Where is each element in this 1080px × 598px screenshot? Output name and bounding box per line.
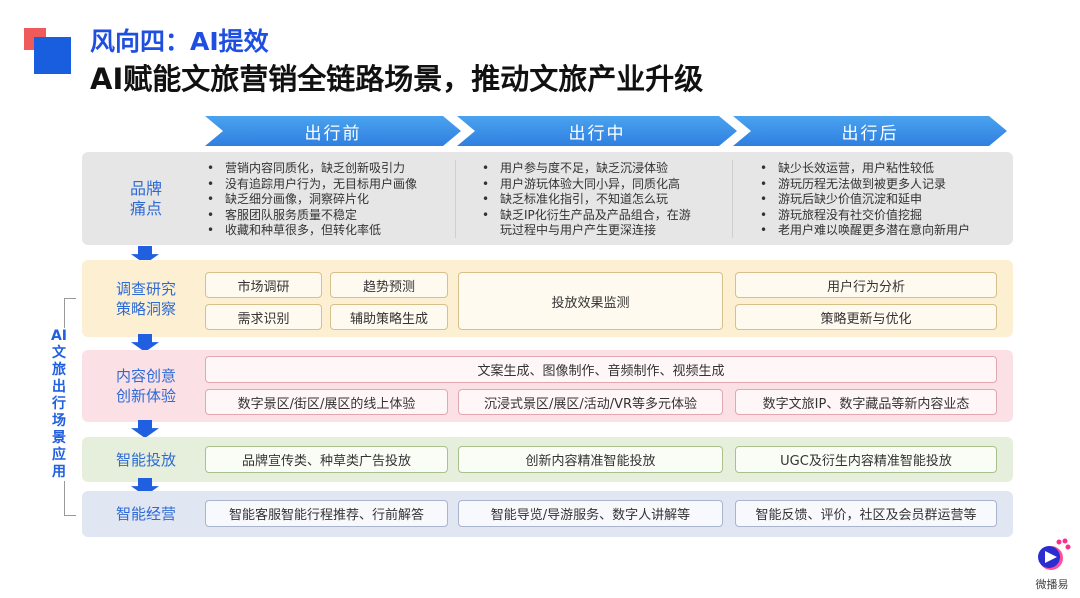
- list-item: 客服团队服务质量不稳定: [207, 208, 417, 224]
- row-label: 内容创意创新体验: [82, 350, 210, 422]
- row-label-text: 内容创意创新体验: [115, 367, 176, 405]
- list-item: 缺乏标准化指引，不知道怎么玩: [482, 192, 691, 208]
- divider: [732, 160, 733, 238]
- list-item: 缺乏IP化衍生产品及产品组合，在游: [482, 208, 691, 224]
- divider: [455, 160, 456, 238]
- list-item: 缺少长效运营，用户粘性较低: [760, 161, 970, 177]
- list-item: 营销内容同质化，缺乏创新吸引力: [207, 161, 417, 177]
- phase-after: 出行后: [733, 116, 1007, 146]
- research-item: 市场调研: [205, 272, 322, 298]
- row-label-text: 品牌痛点: [129, 178, 162, 218]
- list-item: 游玩历程无法做到被更多人记录: [760, 177, 970, 193]
- row-ads: 智能投放 品牌宣传类、种草类广告投放 创新内容精准智能投放 UGC及衍生内容精准…: [82, 437, 1013, 482]
- row-brand-pain: 品牌痛点 营销内容同质化，缺乏创新吸引力 没有追踪用户行为，无目标用户画像 缺乏…: [82, 152, 1013, 245]
- pain-list-during: 用户参与度不足，缺乏沉浸体验 用户游玩体验大同小异，同质化高 缺乏标准化指引，不…: [482, 161, 691, 239]
- row-label: 品牌痛点: [82, 152, 210, 245]
- list-item: 玩过程中与用户产生更深连接: [500, 223, 657, 237]
- ops-item: 智能导览/导游服务、数字人讲解等: [458, 500, 723, 527]
- research-item: 需求识别: [205, 304, 322, 330]
- pain-list-before: 营销内容同质化，缺乏创新吸引力 没有追踪用户行为，无目标用户画像 缺乏细分画像，…: [207, 161, 417, 239]
- research-item: 辅助策略生成: [330, 304, 448, 330]
- ads-item: 品牌宣传类、种草类广告投放: [205, 446, 448, 473]
- down-arrow-icon: [131, 420, 159, 438]
- list-item: 游玩后缺少价值沉淀和延申: [760, 192, 970, 208]
- page-title: AI赋能文旅营销全链路场景，推动文旅产业升级: [90, 62, 704, 96]
- list-item: 用户游玩体验大同小异，同质化高: [482, 177, 691, 193]
- content-item: 沉浸式景区/展区/活动/VR等多元体验: [458, 389, 723, 415]
- row-label: 调查研究策略洞察: [82, 260, 210, 337]
- content-item: 数字文旅IP、数字藏品等新内容业态: [735, 389, 997, 415]
- research-item: 策略更新与优化: [735, 304, 997, 330]
- content-item: 文案生成、图像制作、音频制作、视频生成: [205, 356, 997, 383]
- brand-logo-text: 微播易: [1035, 578, 1069, 591]
- content-item: 数字景区/街区/展区的线上体验: [205, 389, 448, 415]
- list-item: 没有追踪用户行为，无目标用户画像: [207, 177, 417, 193]
- row-label-text: 调查研究策略洞察: [115, 279, 176, 318]
- list-item: 用户参与度不足，缺乏沉浸体验: [482, 161, 691, 177]
- research-item: 用户行为分析: [735, 272, 997, 298]
- row-label: 智能投放: [115, 450, 176, 469]
- research-item: 投放效果监测: [458, 272, 723, 330]
- brand-logo: 微播易: [1030, 538, 1074, 591]
- list-item: 游玩旅程没有社交价值挖掘: [760, 208, 970, 224]
- row-content: 内容创意创新体验 文案生成、图像制作、音频制作、视频生成 数字景区/街区/展区的…: [82, 350, 1013, 422]
- ads-item: UGC及衍生内容精准智能投放: [735, 446, 997, 473]
- phase-before: 出行前: [205, 116, 461, 146]
- logo-square-blue: [34, 37, 71, 74]
- play-logo-icon: [1038, 538, 1071, 570]
- row-ops: 智能经营 智能客服智能行程推荐、行前解答 智能导览/导游服务、数字人讲解等 智能…: [82, 491, 1013, 537]
- row-research: 调查研究策略洞察 市场调研 趋势预测 需求识别 辅助策略生成 投放效果监测 用户…: [82, 260, 1013, 337]
- pain-list-after: 缺少长效运营，用户粘性较低 游玩历程无法做到被更多人记录 游玩后缺少价值沉淀和延…: [760, 161, 970, 239]
- side-label: AI文旅出行场景应用: [50, 328, 68, 481]
- phase-during: 出行中: [457, 116, 737, 146]
- research-item: 趋势预测: [330, 272, 448, 298]
- list-item: 收藏和种草很多，但转化率低: [207, 223, 417, 239]
- list-item: 缺乏细分画像，洞察碎片化: [207, 192, 417, 208]
- row-label: 智能经营: [115, 505, 176, 523]
- ads-item: 创新内容精准智能投放: [458, 446, 723, 473]
- list-item: 老用户难以唤醒更多潜在意向新用户: [760, 223, 970, 239]
- section-subtitle: 风向四：AI提效: [90, 27, 269, 56]
- ops-item: 智能反馈、评价，社区及会员群运营等: [735, 500, 997, 527]
- ops-item: 智能客服智能行程推荐、行前解答: [205, 500, 448, 527]
